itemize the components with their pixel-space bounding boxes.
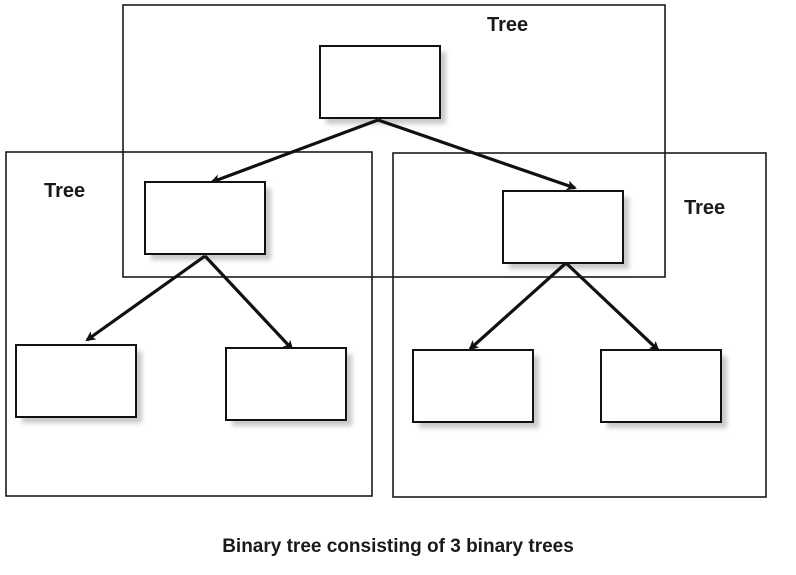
top-tree-frame xyxy=(122,4,666,278)
diagram-caption: Binary tree consisting of 3 binary trees xyxy=(222,536,574,557)
leaf-node xyxy=(225,347,347,421)
top-tree-label: Tree xyxy=(487,14,528,36)
leaf-node xyxy=(412,349,534,423)
left-tree-label: Tree xyxy=(44,180,85,202)
leaf-node xyxy=(600,349,722,423)
edge-root-to-left xyxy=(210,118,379,184)
root-node xyxy=(319,45,441,119)
right-tree-label: Tree xyxy=(684,197,725,219)
left-tree-frame xyxy=(5,151,373,497)
leaf-node xyxy=(15,344,137,418)
left-child-node xyxy=(144,181,266,255)
edge-left-to-leaf-1 xyxy=(85,254,206,342)
edge-left-to-leaf-2 xyxy=(203,254,294,351)
right-child-node xyxy=(502,190,624,264)
edge-right-to-leaf-4 xyxy=(564,261,660,352)
right-tree-frame xyxy=(392,152,767,498)
edge-right-to-leaf-3 xyxy=(468,261,568,351)
edge-root-to-right xyxy=(377,118,577,191)
